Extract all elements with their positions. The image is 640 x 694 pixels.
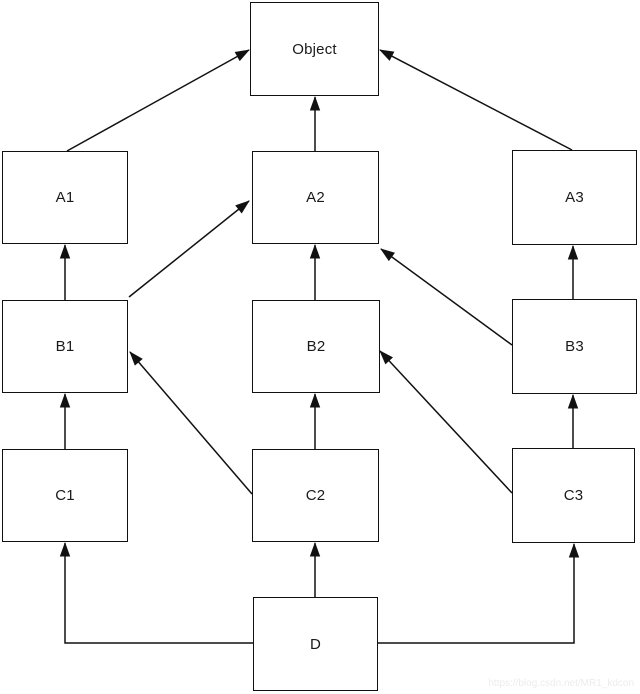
- node-label-a3: A3: [565, 189, 584, 206]
- node-d: D: [253, 597, 378, 691]
- node-a3: A3: [512, 150, 637, 245]
- node-object: Object: [250, 2, 379, 96]
- node-b1: B1: [2, 300, 128, 393]
- node-label-b1: B1: [55, 338, 75, 355]
- edge-C2-to-B1: [129, 351, 253, 495]
- edge-B1-to-A2: [128, 200, 250, 298]
- node-label-object: Object: [292, 40, 337, 58]
- node-c3: C3: [512, 448, 635, 543]
- node-c2: C2: [252, 449, 379, 542]
- node-a1: A1: [2, 151, 128, 244]
- edge-A3-to-Object: [379, 49, 573, 151]
- node-label-c2: C2: [305, 487, 326, 504]
- edge-A1-to-Object: [66, 49, 250, 152]
- node-label-a1: A1: [55, 189, 75, 206]
- node-b3: B3: [512, 299, 637, 394]
- edge-D-to-C3: [378, 543, 580, 644]
- edge-B3-to-A2: [380, 248, 513, 346]
- node-label-b3: B3: [565, 338, 584, 355]
- node-label-b2: B2: [306, 338, 326, 355]
- watermark-text: https://blog.csdn.net/MR1_kdcon: [488, 678, 634, 689]
- node-label-c1: C1: [55, 487, 75, 504]
- node-label-d: D: [309, 635, 322, 653]
- edge-C3-to-B2: [379, 350, 513, 494]
- node-b2: B2: [252, 300, 380, 393]
- node-label-a2: A2: [306, 189, 325, 206]
- edge-D-to-C1: [59, 542, 253, 644]
- node-label-c3: C3: [563, 487, 584, 504]
- node-c1: C1: [2, 449, 128, 542]
- node-a2: A2: [252, 151, 379, 244]
